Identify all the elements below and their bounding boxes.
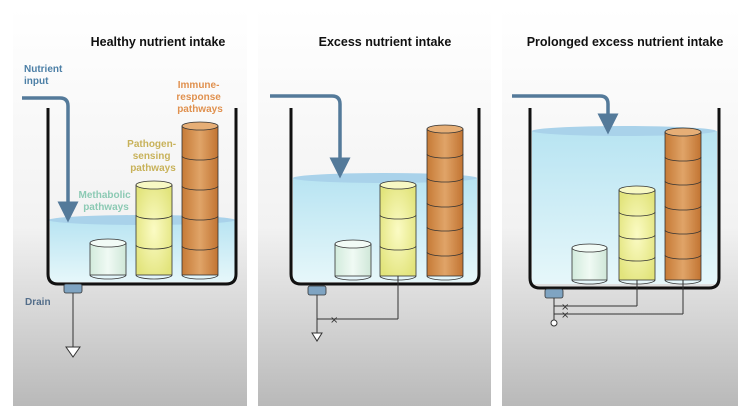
panel-prolonged-excess: Prolonged excess nutrient intake	[502, 8, 738, 406]
immune-cylinder	[426, 124, 464, 281]
block-mark-icon: ×	[561, 310, 569, 321]
nutrient-input-label: Nutrient input	[24, 64, 65, 87]
nutrient-input-pipe	[270, 94, 351, 179]
tank	[46, 108, 238, 286]
pathogen-cylinder	[618, 185, 656, 285]
metabolic-cylinder	[334, 239, 372, 281]
immune-response-label: Immune- response pathways	[176, 80, 223, 115]
block-mark-icon: ×	[561, 302, 569, 313]
drain: × ×	[544, 280, 684, 327]
immune-cylinder	[181, 121, 219, 280]
pathogen-cylinder	[379, 180, 417, 281]
metabolic-pathways-label: Methabolic pathways	[78, 190, 133, 213]
immune-cylinder	[664, 127, 702, 285]
panel-title: Excess nutrient intake	[319, 35, 452, 49]
panel-title: Prolonged excess nutrient intake	[527, 35, 724, 49]
pathogen-cylinder	[135, 180, 173, 280]
panel-healthy: Healthy nutrient intake	[13, 8, 247, 406]
drain: ×	[307, 276, 399, 342]
tank	[528, 108, 721, 290]
drain-label: Drain	[25, 297, 51, 308]
panel-excess: Excess nutrient intake	[258, 8, 491, 406]
pathogen-sensing-label: Pathogen- sensing pathways	[127, 139, 179, 174]
nutrient-input-pipe	[22, 96, 79, 223]
tank	[289, 108, 481, 286]
block-mark-icon: ×	[330, 315, 338, 326]
drain	[63, 283, 83, 358]
nutrient-input-pipe	[512, 94, 619, 135]
panel-title: Healthy nutrient intake	[91, 35, 226, 49]
metabolic-cylinder	[571, 243, 608, 285]
metabolic-cylinder	[89, 238, 127, 280]
